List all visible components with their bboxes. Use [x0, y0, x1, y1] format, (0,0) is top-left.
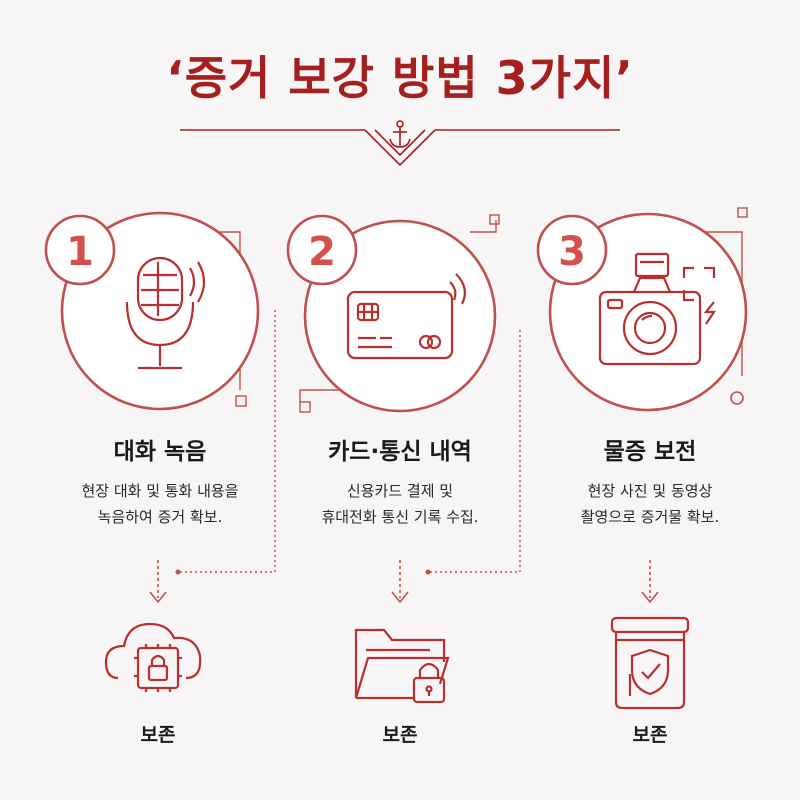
arrow-down-icon: [149, 560, 659, 604]
step-2-desc-line2: 휴대전화 통신 기록 수집.: [321, 508, 479, 526]
step-3-number: 3: [558, 229, 586, 275]
step-3: 물증 보전 현장 사진 및 동영상 촬영으로 증거물 확보.: [520, 432, 780, 530]
step-1: 대화 녹음 현장 대화 및 통화 내용을 녹음하여 증거 확보.: [30, 432, 290, 530]
step-3-title: 물증 보전: [603, 439, 697, 465]
keep-label-3: 보존: [632, 724, 668, 746]
folder-lock-icon: [354, 628, 450, 704]
anchor-icon: [389, 120, 411, 148]
microphone-icon: [125, 256, 206, 370]
title-divider: [180, 120, 620, 167]
page-title: ‘증거 보강 방법 3가지’: [166, 51, 634, 105]
keep-label-1: 보존: [140, 724, 176, 746]
step-2-desc-line1: 신용카드 결제 및: [346, 482, 454, 500]
step-3-description: 현장 사진 및 동영상 촬영으로 증거물 확보.: [520, 478, 780, 530]
step-3-desc-line1: 현장 사진 및 동영상: [587, 482, 713, 500]
cloud-lock-chip-icon: [104, 622, 202, 692]
step-1-graphic: 1: [44, 211, 260, 411]
step-3-graphic: 3: [536, 207, 748, 412]
connector-lines: [178, 310, 521, 573]
keep-label-2: 보존: [382, 724, 418, 746]
step-2-graphic: 2: [286, 214, 500, 413]
step-2-number: 2: [308, 229, 336, 275]
step-1-desc-line1: 현장 대화 및 통화 내용을: [81, 482, 239, 500]
step-2-title: 카드·통신 내역: [328, 439, 472, 465]
shield-check-jar-icon: [610, 616, 690, 710]
step-1-title: 대화 녹음: [113, 439, 207, 465]
camera-icon: [598, 252, 717, 366]
step-1-desc-line2: 녹음하여 증거 확보.: [97, 508, 223, 526]
credit-card-icon: [346, 273, 467, 360]
step-1-number: 1: [66, 229, 94, 275]
step-2: 카드·통신 내역 신용카드 결제 및 휴대전화 통신 기록 수집.: [270, 432, 530, 530]
step-2-description: 신용카드 결제 및 휴대전화 통신 기록 수집.: [270, 478, 530, 530]
step-3-desc-line2: 촬영으로 증거물 확보.: [580, 508, 720, 526]
step-1-description: 현장 대화 및 통화 내용을 녹음하여 증거 확보.: [30, 478, 290, 530]
